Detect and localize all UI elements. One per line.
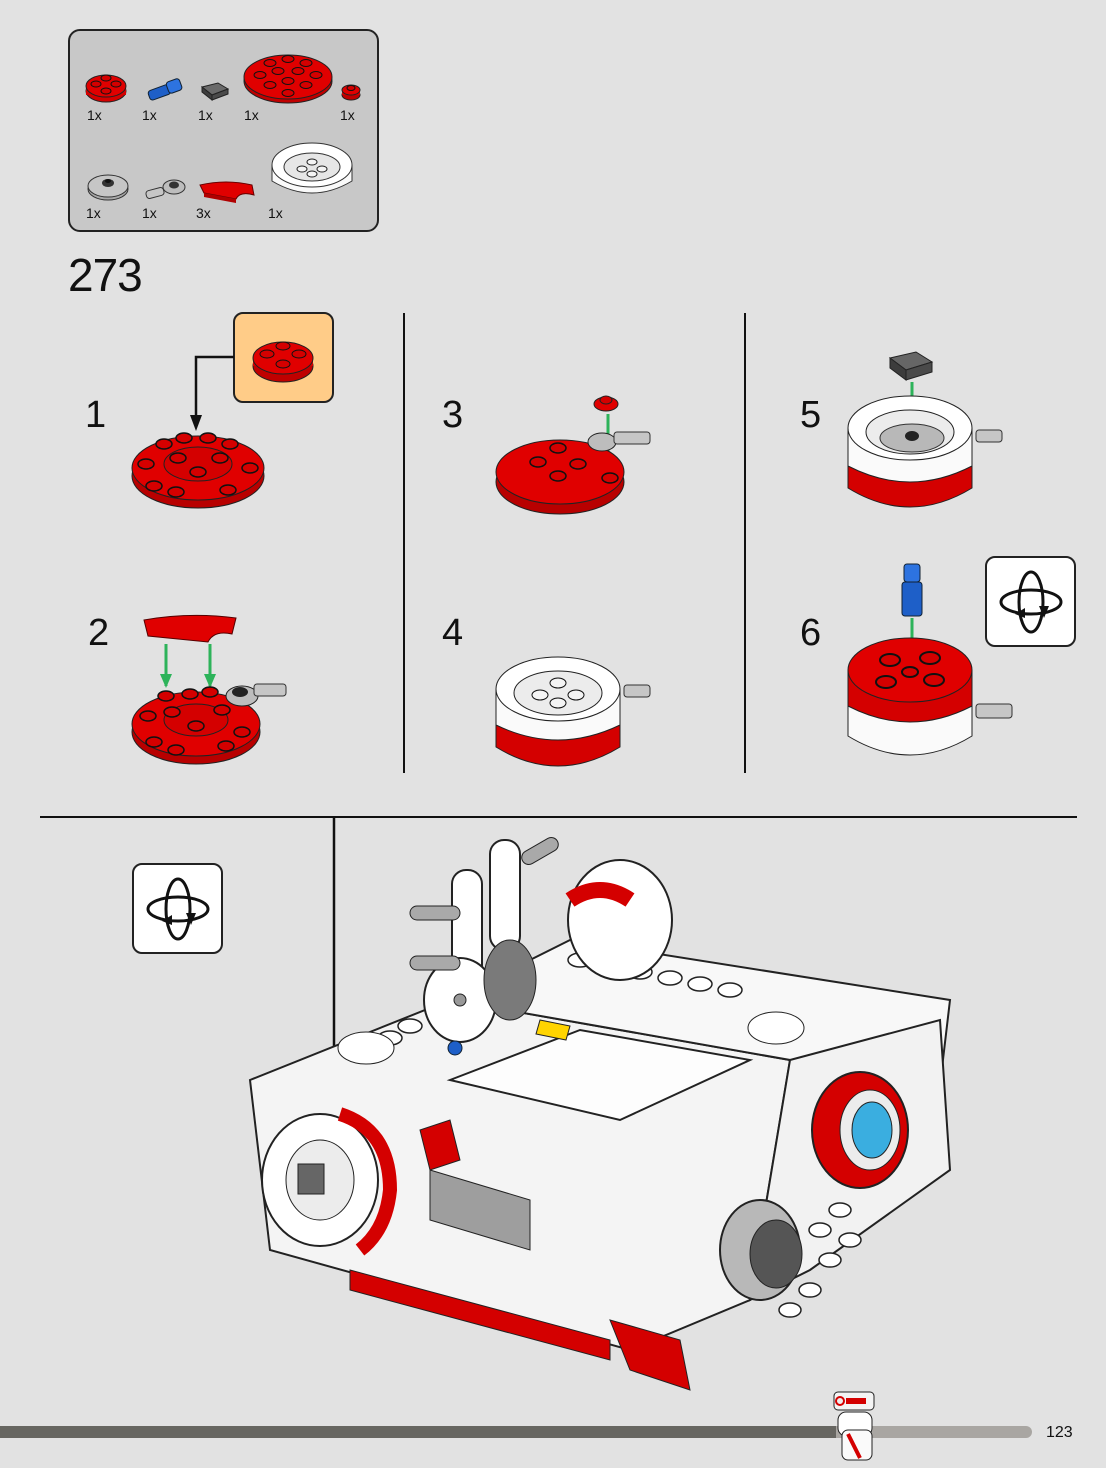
part-qty: 1x (87, 107, 102, 123)
substep-1-model (131, 432, 265, 509)
part-qty: 1x (340, 107, 355, 123)
part-grey-round-tile-with-stud (87, 174, 129, 201)
part-qty: 1x (198, 107, 213, 123)
substep-divider (403, 313, 405, 773)
callout-arrow-icon (190, 355, 234, 431)
substep-number: 2 (88, 612, 110, 654)
main-model-assembly (248, 837, 952, 1391)
substep-number: 1 (85, 394, 107, 436)
substep-number: 3 (442, 394, 464, 436)
part-white-round-brick-4x4 (271, 142, 353, 194)
part-red-round-plate-1x1 (341, 84, 361, 101)
part-red-curved-tile (199, 181, 255, 203)
substep-number: 6 (800, 612, 822, 654)
substep-2-model (131, 614, 287, 765)
page-number: 123 (1046, 1424, 1073, 1441)
substep-6-model (847, 563, 1013, 756)
part-qty: 1x (142, 205, 157, 221)
substep-3-model (495, 395, 651, 515)
substep-5-model (847, 351, 1003, 508)
parts-list-box: 1x 1x 1x 1x 1x 1x (68, 29, 379, 232)
substep-divider (744, 313, 746, 773)
rotate-model-indicator (132, 863, 223, 954)
part-red-round-plate-2x2 (252, 341, 314, 383)
part-dark-grey-tile (200, 82, 230, 102)
part-qty: 1x (268, 205, 283, 221)
part-qty: 1x (142, 107, 157, 123)
substep-number: 4 (442, 612, 464, 654)
substep-number: 5 (800, 394, 822, 436)
part-qty: 1x (244, 107, 259, 123)
rotate-model-icon (999, 570, 1063, 634)
main-step-number: 273 (68, 249, 143, 301)
subassembly-callout (233, 312, 334, 403)
part-red-round-plate-2x2 (85, 74, 127, 103)
progress-bar-fill (0, 1426, 836, 1438)
section-divider (40, 816, 1077, 818)
rotate-model-icon (146, 877, 210, 941)
part-blue-axle-pin (147, 78, 183, 101)
rotate-model-indicator (985, 556, 1076, 647)
part-grey-plate-with-pin-hole (145, 179, 186, 200)
bd-droid-progress-marker-icon (833, 1391, 875, 1461)
part-qty: 1x (86, 205, 101, 221)
substep-4-model (495, 656, 651, 767)
part-red-round-plate-4x4 (243, 54, 333, 104)
part-qty: 3x (196, 205, 211, 221)
